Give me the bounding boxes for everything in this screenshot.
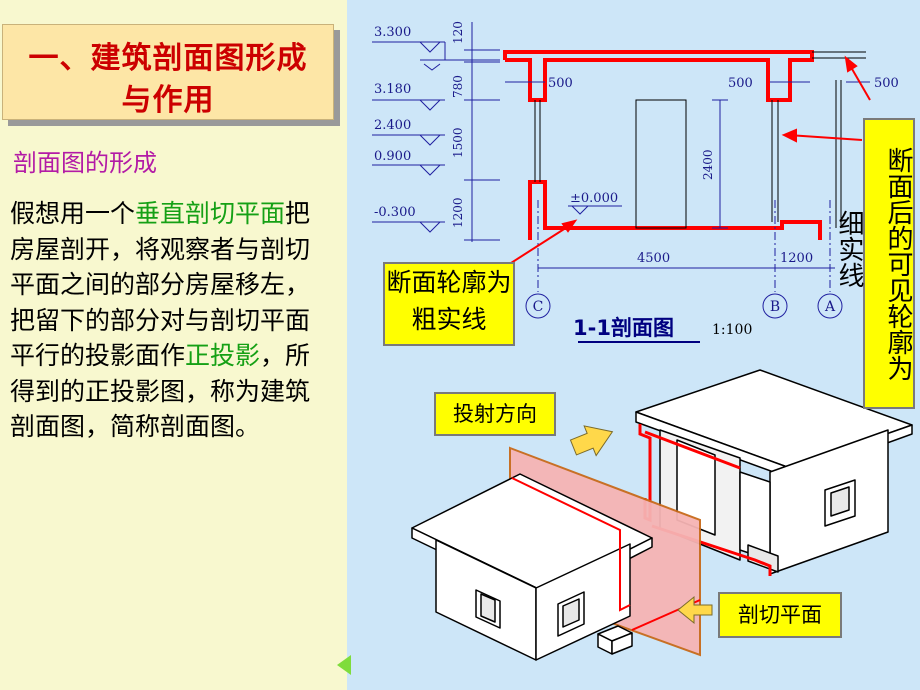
body-part-1: 假想用一个 (10, 199, 136, 228)
elev-m0300: -0.300 (374, 205, 416, 220)
dim-500-right: 500 (874, 76, 899, 91)
body-part-5: ，所得到的正投影图，称为建筑剖面图，简称剖面图。 (10, 341, 311, 441)
dim-1200: 1200 (451, 197, 465, 228)
axis-c: C (533, 299, 544, 315)
label-visible-outline: 断面后的可见轮廓为 (863, 118, 915, 409)
section-drawing: 3.300 3.180 2.400 0.900 -0.300 120 780 1… (372, 21, 913, 661)
dim-1500: 1500 (451, 127, 465, 158)
body-text: 假想用一个垂直剖切平面把房屋剖开，将观察者与剖切平面之间的部分房屋移左，把留下的… (10, 196, 322, 445)
title-line-1: 一、建筑剖面图形成 (28, 41, 308, 76)
elevation-marks (372, 41, 500, 233)
cut-house (635, 369, 913, 575)
title-box: 一、建筑剖面图形成 与作用 (2, 24, 334, 120)
cutting-plane-arrow-icon (677, 595, 713, 625)
vertical-dimension-chain (464, 22, 500, 242)
dim-500-mid: 500 (728, 76, 753, 91)
body-highlight-orthographic: 正投影 (185, 341, 261, 370)
dim-4500: 4500 (637, 251, 670, 266)
dim-780: 780 (451, 75, 465, 98)
dim-120: 120 (451, 21, 465, 44)
elev-0900: 0.900 (374, 149, 411, 164)
elev-3180: 3.180 (374, 82, 411, 97)
elev-3300: 3.300 (374, 25, 411, 40)
whole-house (411, 473, 653, 661)
dim-2400: 2400 (701, 149, 715, 180)
dim-1200: 1200 (780, 251, 813, 266)
drawing-scale: 1:100 (712, 322, 753, 338)
cut-trace (511, 477, 631, 612)
label-section-outline: 断面轮廓为粗实线 (383, 262, 515, 346)
label-thin-solid: 细实线 (834, 210, 864, 288)
projection-arrow-icon (569, 425, 614, 457)
prev-slide-arrow-icon[interactable] (337, 655, 351, 675)
subtitle: 剖面图的形成 (13, 149, 157, 177)
elev-2400: 2.400 (374, 118, 411, 133)
axis-b: B (770, 299, 780, 315)
drawing-caption: 1-1剖面图 (573, 316, 674, 340)
floor-level: ±0.000 (570, 191, 618, 206)
body-highlight-cutting-plane: 垂直剖切平面 (135, 199, 286, 228)
body-part-3: 把房屋剖开，将观察者与剖切平面之间的部分房屋移左，把留下的部分对与剖切平面平行的… (10, 199, 311, 370)
axis-dimensions (525, 200, 843, 343)
label-projection-direction: 投射方向 (434, 392, 556, 436)
title-line-2: 与作用 (121, 83, 215, 118)
floor-marker (568, 205, 622, 215)
axis-a: A (824, 299, 836, 315)
label-cutting-plane: 剖切平面 (718, 592, 842, 638)
visible-outline (534, 51, 866, 229)
door-dimension (712, 99, 728, 229)
dim-500-left: 500 (548, 76, 573, 91)
